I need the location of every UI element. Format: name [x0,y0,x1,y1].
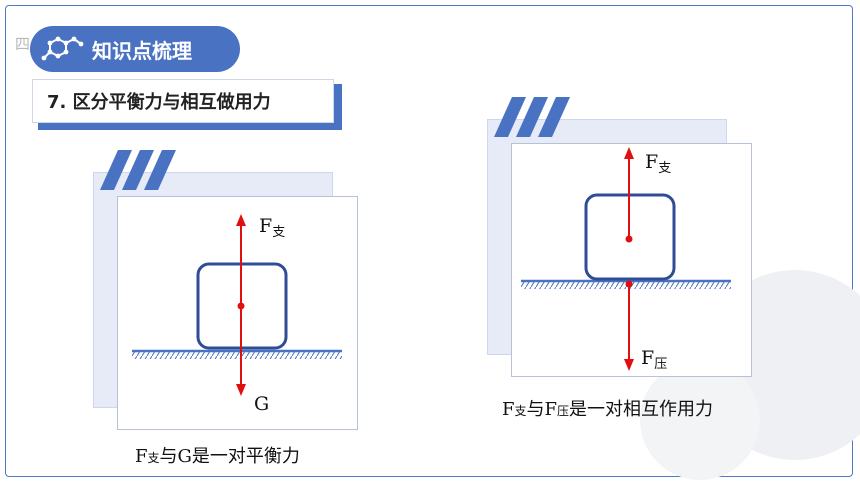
ground-hatch [132,352,342,359]
right-caption: F支与F压是一对相互作用力 [502,399,714,420]
support-force-origin [625,235,633,243]
section-title: 7. 区分平衡力与相互做用力 [32,79,334,123]
molecule-icon [41,36,84,61]
pressure-force-arrowhead [624,359,634,371]
gravity-arrowhead [236,384,246,396]
pressure-force-origin [625,280,633,288]
support-force-label: F支 [259,215,285,240]
left-panel [117,196,358,430]
header-title: 知识点梳理 [92,38,192,63]
support-force-arrowhead [236,214,246,226]
slide-frame [5,5,853,477]
pressure-force-label: F压 [641,347,667,372]
right-panel-stripes [494,97,570,137]
center-point [237,302,245,310]
left-force-diagram: F支 G [132,214,342,415]
ghost-character: 四 [15,35,31,53]
header-banner: 知识点梳理 [30,26,240,72]
background-decoration [640,360,760,480]
support-force-label: F支 [645,151,671,176]
left-panel-stripes [100,150,176,190]
left-caption: F支与G是一对平衡力 [135,446,300,467]
right-force-diagram: F支 F压 [521,147,731,372]
support-force-arrowhead [624,147,634,159]
gravity-label: G [254,393,269,415]
